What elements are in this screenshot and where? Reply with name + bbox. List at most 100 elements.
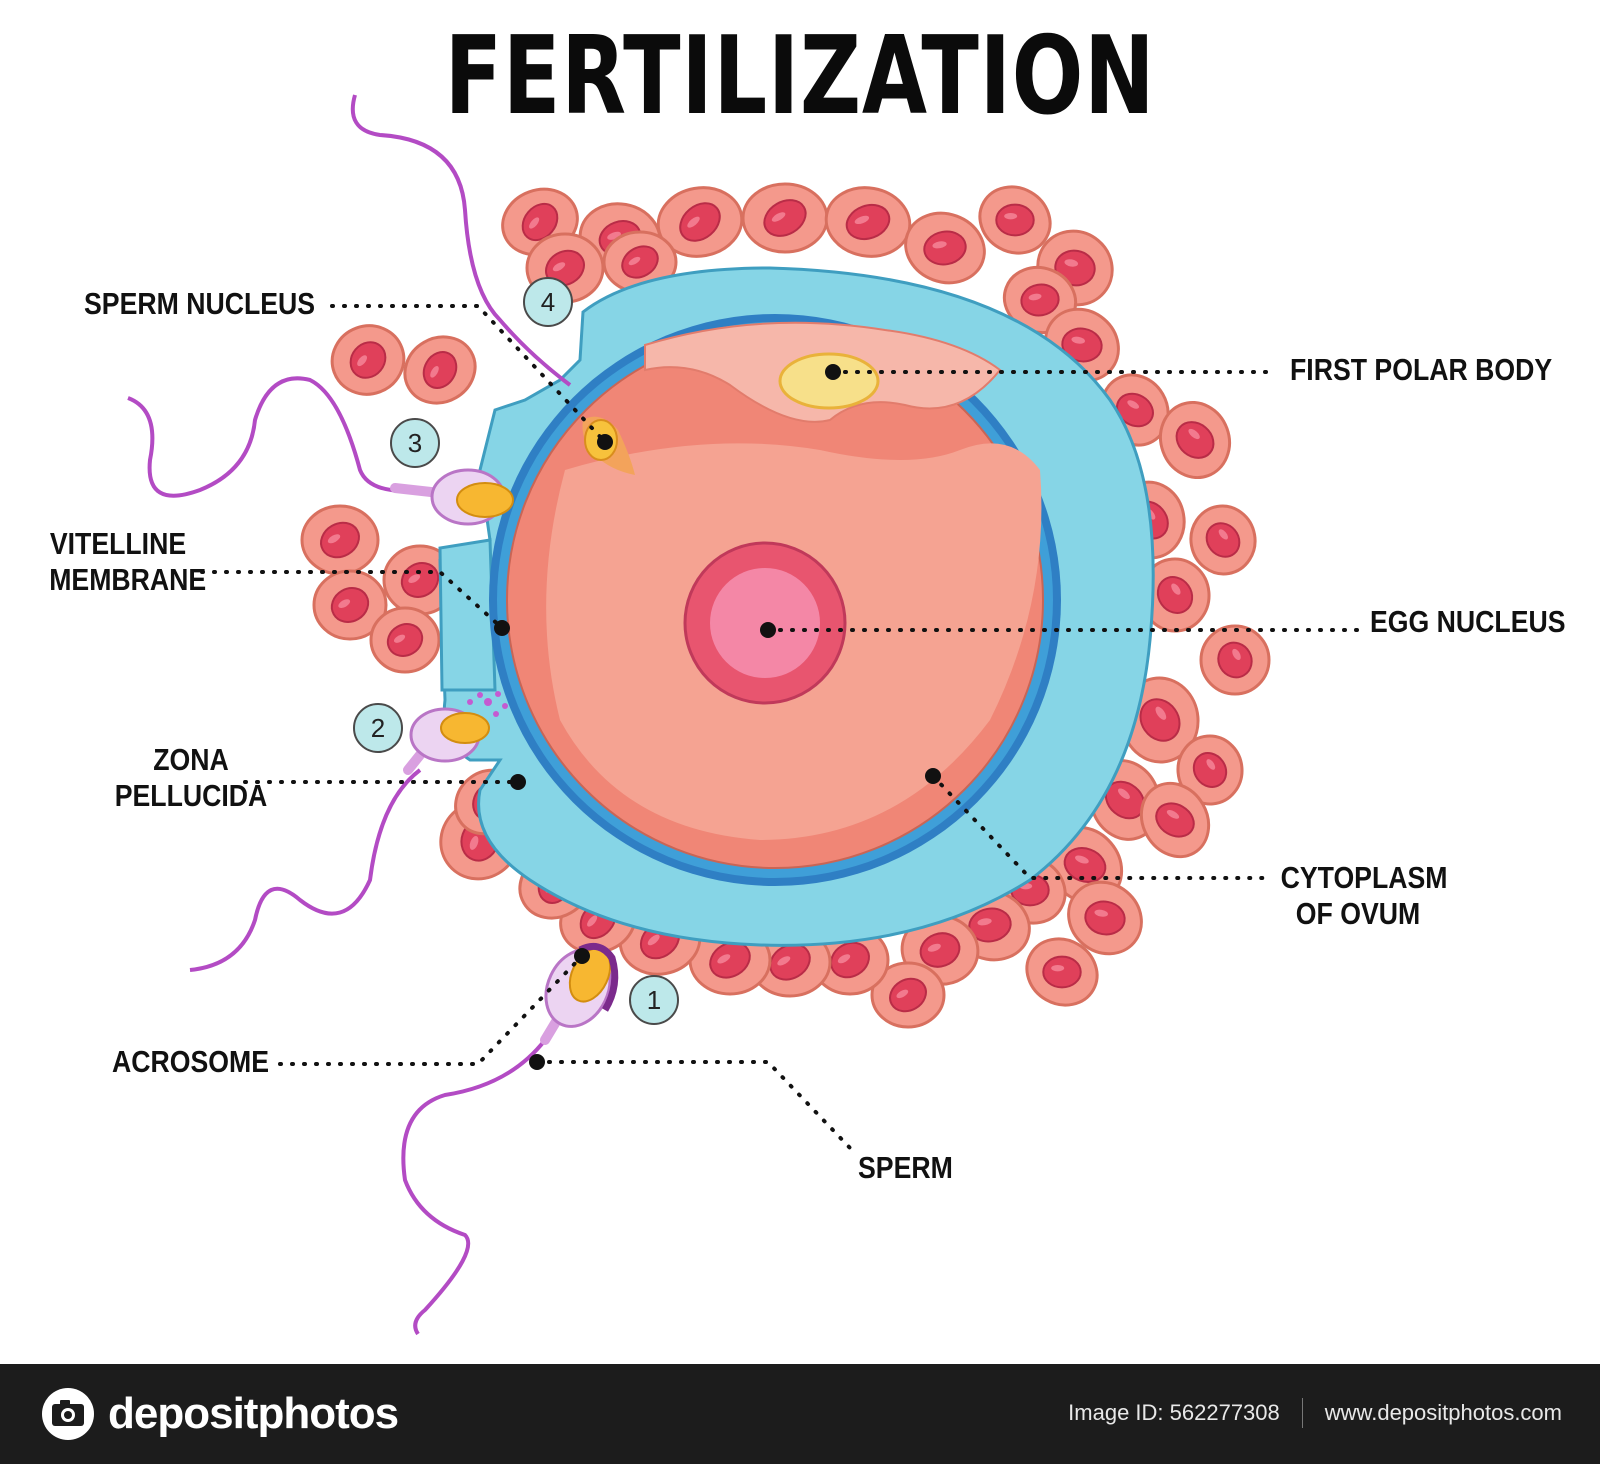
corona-cell-highlight xyxy=(338,599,351,609)
site-url[interactable]: www.depositphotos.com xyxy=(1324,1400,1562,1425)
corona-cell-highlight xyxy=(1155,706,1167,720)
label-vitelline-membrane: VITELLINE MEMBRANE xyxy=(49,526,207,597)
label-zona-line2: PELLUCIDA xyxy=(114,777,268,813)
corona-cell-nucleus xyxy=(521,202,559,242)
corona-cell-nucleus xyxy=(769,943,811,981)
label-zona-pellucida: ZONA PELLUCIDA xyxy=(109,742,272,813)
corona-cell-nucleus xyxy=(1139,698,1181,742)
corona-cell-highlight xyxy=(647,934,660,946)
step-number-2: 2 xyxy=(371,713,385,743)
corona-cell-highlight xyxy=(687,216,700,228)
corona-cell-nucleus xyxy=(1042,955,1082,989)
camera-icon xyxy=(42,1388,94,1440)
label-cytoplasm-line1: CYTOPLASM xyxy=(1280,860,1448,895)
corona-cell-highlight xyxy=(1166,809,1180,819)
corona-cell-highlight xyxy=(628,256,641,266)
corona-cell-highlight xyxy=(552,262,566,272)
corona-cell-highlight xyxy=(927,943,941,952)
corona-cell-nucleus xyxy=(1155,802,1195,838)
corona-cell-highlight xyxy=(357,355,368,367)
corona-cell-highlight xyxy=(1051,964,1065,972)
leader-sperm-nucleus xyxy=(330,304,607,444)
page-title: FERTILIZATION xyxy=(444,14,1156,139)
corona-cell-highlight xyxy=(1232,648,1241,660)
label-vitelline-line2: MEMBRANE xyxy=(49,561,207,597)
step-number-3: 3 xyxy=(408,428,422,458)
corona-cell-nucleus xyxy=(763,199,807,237)
corona-cell-highlight xyxy=(1064,259,1079,267)
acrosome-2 xyxy=(440,712,490,744)
corona-cell-highlight xyxy=(1071,336,1085,344)
corona-cell-nucleus xyxy=(889,977,927,1013)
corona-cell-highlight xyxy=(777,956,791,966)
label-acrosome: ACROSOME xyxy=(112,1044,270,1079)
corona-cell-nucleus xyxy=(1175,421,1215,459)
corona-cell-highlight xyxy=(394,634,406,643)
corona-cell-nucleus xyxy=(1116,392,1154,428)
first-polar-body xyxy=(778,352,880,410)
label-vitelline-line1: VITELLINE xyxy=(49,526,187,561)
corona-cell-nucleus xyxy=(679,202,721,242)
corona-cell-highlight xyxy=(1188,428,1200,440)
leader-cytoplasm xyxy=(931,774,1270,880)
step-marker-3 xyxy=(390,418,440,468)
corona-cell-highlight xyxy=(1118,788,1130,800)
corona-cell-highlight xyxy=(1004,212,1018,220)
footer-meta: Image ID: 562277308 www.depositphotos.co… xyxy=(1068,1398,1562,1428)
footer-bar: depositphotos Image ID: 562277308 www.de… xyxy=(0,1364,1600,1464)
corona-cell-nucleus xyxy=(1156,576,1194,614)
acrosome-3 xyxy=(456,482,514,518)
corona-cell-nucleus xyxy=(1063,847,1107,883)
corona-cell-nucleus xyxy=(845,203,891,241)
corona-cell-nucleus xyxy=(386,623,424,657)
label-sperm: SPERM xyxy=(858,1150,953,1185)
brand-logo[interactable]: depositphotos xyxy=(40,1386,399,1442)
leader-dots xyxy=(494,364,941,1070)
corona-cell-highlight xyxy=(529,217,540,229)
corona-cell-nucleus xyxy=(1205,522,1241,558)
corona-cell-nucleus xyxy=(1084,900,1126,936)
step-marker-2 xyxy=(353,703,403,753)
corona-cell-highlight xyxy=(1206,759,1216,770)
step-marker-1 xyxy=(629,975,679,1025)
corona-cell-highlight xyxy=(771,212,786,222)
sperm-tail-4 xyxy=(350,94,572,387)
corona-cell-highlight xyxy=(587,915,598,927)
corona-cell-nucleus xyxy=(919,932,961,968)
corona-cell-highlight xyxy=(896,989,909,999)
corona-cell-nucleus xyxy=(709,941,751,979)
corona-cell-nucleus xyxy=(330,587,370,623)
corona-cell-highlight xyxy=(408,574,421,584)
corona-cell-highlight xyxy=(430,365,439,378)
corona-cell-nucleus xyxy=(1020,283,1060,317)
footer-divider xyxy=(1301,1398,1303,1428)
corona-cell-nucleus xyxy=(1061,327,1103,363)
acrosomal-enzymes xyxy=(467,691,508,717)
brand-name: depositphotos xyxy=(108,1389,399,1438)
corona-cell-highlight xyxy=(977,918,992,926)
label-egg-nucleus: EGG NUCLEUS xyxy=(1370,604,1566,639)
sperm-tail-3 xyxy=(127,376,421,498)
corona-cell-nucleus xyxy=(830,941,870,979)
leader-sperm xyxy=(535,1060,852,1150)
image-id: Image ID: 562277308 xyxy=(1068,1400,1280,1425)
label-cytoplasm-of-ovum: CYTOPLASM OF OVUM xyxy=(1280,860,1448,931)
corona-cell-nucleus xyxy=(422,351,458,389)
corona-cell-highlight xyxy=(717,954,731,964)
step-number-1: 1 xyxy=(647,985,661,1015)
corona-cell-highlight xyxy=(854,215,870,224)
corona-cell-highlight xyxy=(327,534,341,544)
corona-cell-nucleus xyxy=(995,203,1035,237)
corona-cell-highlight xyxy=(1094,909,1108,917)
corona-cell-nucleus xyxy=(1192,752,1228,788)
corona-cell-nucleus xyxy=(349,341,387,379)
corona-cell-highlight xyxy=(1028,293,1042,301)
label-first-polar-body: FIRST POLAR BODY xyxy=(1290,352,1553,387)
corona-cell-highlight xyxy=(469,836,479,850)
corona-cell-nucleus xyxy=(1217,641,1253,679)
corona-cell-nucleus xyxy=(621,245,659,279)
label-zona-line1: ZONA xyxy=(153,742,229,777)
step-number-4: 4 xyxy=(541,287,555,317)
step-markers: 4 3 2 1 xyxy=(353,277,679,1025)
